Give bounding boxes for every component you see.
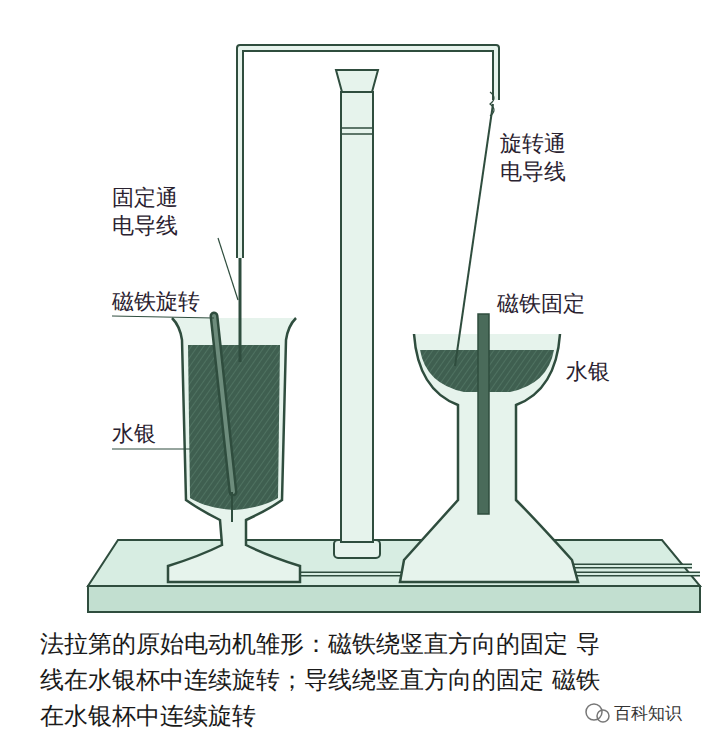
part-label: 磁铁固定 xyxy=(497,290,585,318)
leader-line xyxy=(218,238,238,300)
part-label: 水银 xyxy=(112,420,156,448)
frame-wire-inner xyxy=(240,48,496,258)
pillar xyxy=(341,92,373,542)
fixed-wire xyxy=(239,258,242,362)
part-label: 固定通 电导线 xyxy=(112,184,184,239)
watermark: 百科知识 xyxy=(614,702,682,725)
base-front xyxy=(88,586,700,612)
rotating-magnet xyxy=(214,316,233,492)
fixed-magnet xyxy=(478,314,489,514)
rotating-magnet-inner xyxy=(214,316,233,492)
rotating-wire xyxy=(455,104,493,366)
part-label: 旋转通 电导线 xyxy=(500,130,572,185)
pillar-capital xyxy=(336,70,378,92)
part-label: 水银 xyxy=(566,358,610,386)
leader-line xyxy=(112,448,190,449)
left-cup xyxy=(168,318,300,582)
figure-caption: 法拉第的原始电动机雏形：磁铁绕竖直方向的固定 导线在水银杯中连续旋转；导线绕竖直… xyxy=(40,626,602,734)
watermark-icon xyxy=(586,704,602,720)
part-label: 磁铁旋转 xyxy=(112,288,200,316)
watermark-icon xyxy=(597,710,609,722)
pillar-ring xyxy=(341,133,373,135)
magnet-tether xyxy=(231,492,233,522)
leader-line xyxy=(112,316,214,318)
frame-wire xyxy=(240,48,496,258)
pillar-ring xyxy=(341,127,373,129)
